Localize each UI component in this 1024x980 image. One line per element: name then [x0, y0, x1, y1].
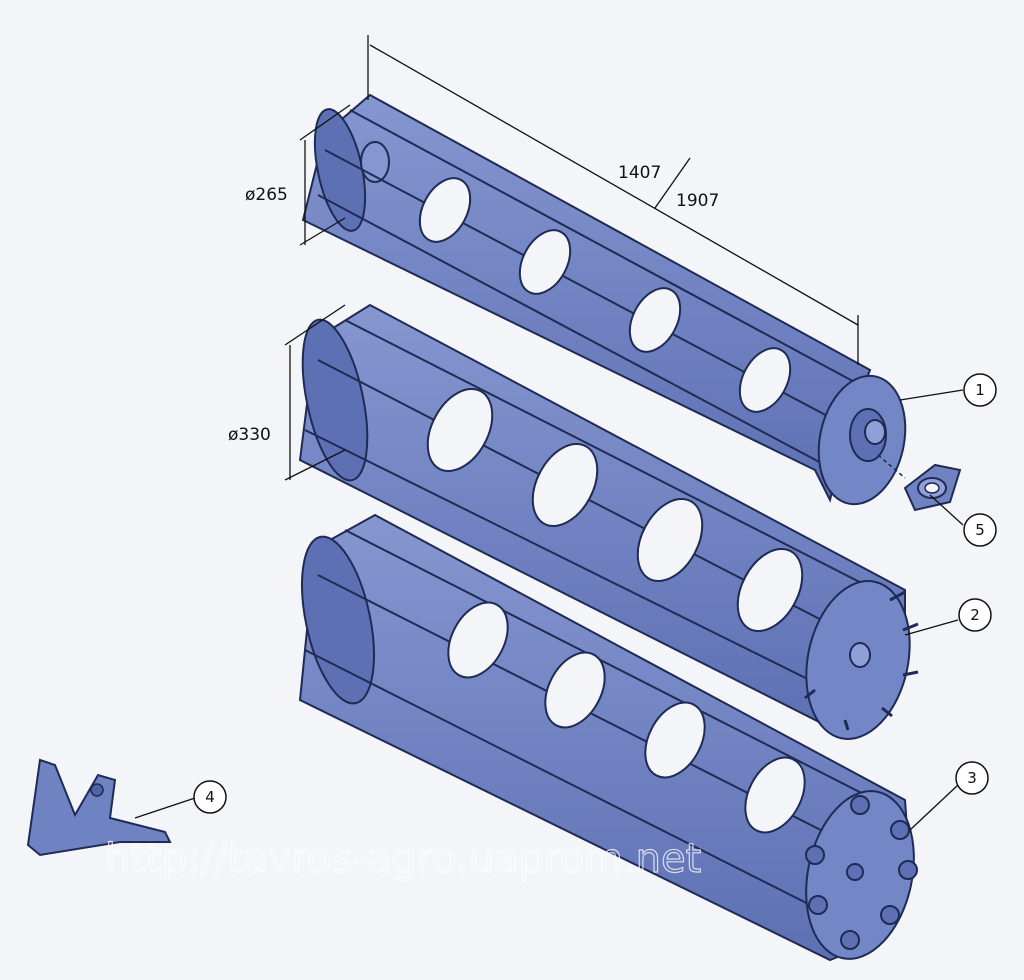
callout-4-label: 4	[205, 788, 215, 806]
callout-1-label: 1	[975, 381, 985, 399]
callout-5: 5	[963, 513, 997, 547]
callout-2: 2	[958, 598, 992, 632]
callout-5-label: 5	[975, 521, 985, 539]
callout-2-label: 2	[970, 606, 980, 624]
dimension-lines	[134, 35, 964, 831]
cage-roller-1	[301, 93, 907, 506]
roller-2-diameter-label: ø330	[228, 425, 271, 445]
roller-1-diameter-label: ø265	[245, 185, 288, 205]
callout-3: 3	[955, 761, 989, 795]
length-short-label: 1407	[618, 163, 661, 183]
bearing-flange-5	[877, 454, 962, 512]
cage-roller-2	[298, 303, 919, 740]
callout-3-label: 3	[967, 769, 977, 787]
watermark-url: http://tavros-agro.uaprom.net	[105, 836, 701, 882]
tine-blade-4	[26, 758, 172, 857]
callout-1: 1	[963, 373, 997, 407]
cage-roller-3	[298, 513, 918, 962]
callout-4: 4	[193, 780, 227, 814]
length-long-label: 1907	[676, 191, 719, 211]
